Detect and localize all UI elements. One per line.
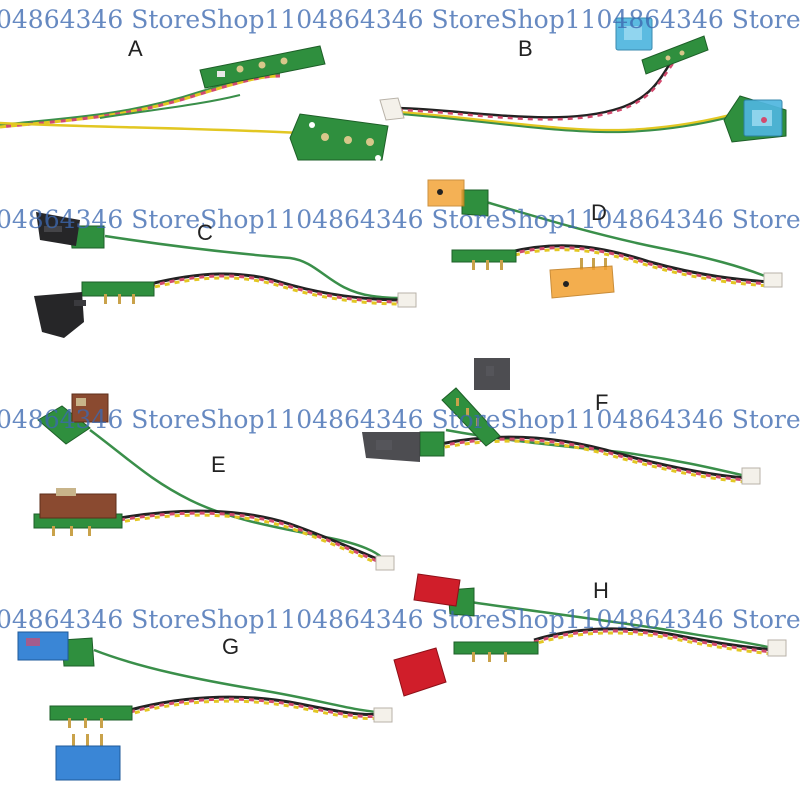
variant-b-cable — [397, 59, 743, 134]
variant-label: G — [222, 634, 239, 659]
variant-b-switch-bottom — [743, 99, 783, 137]
variant-label: H — [593, 578, 609, 603]
variant-f-pcb-angled — [441, 387, 501, 447]
watermark-row: 04864346 StoreShop1104864346 StoreShop11… — [0, 5, 800, 34]
variant-c-connector — [397, 292, 417, 308]
variant-h-connector — [767, 639, 787, 657]
variant-g-switch-top — [17, 631, 69, 661]
variant-label: E — [211, 452, 226, 477]
variant-b-top-pcb — [641, 35, 709, 75]
variant-b-switch-top — [615, 17, 653, 51]
variant-e-top-pcb — [37, 405, 91, 445]
variant-b-connector — [379, 97, 405, 121]
variant-d-switch-bottom — [549, 258, 615, 299]
variant-g-connector — [373, 707, 393, 723]
variant-f-connector — [741, 467, 761, 485]
variant-g-bottom-pcb — [49, 705, 133, 728]
variant-label: D — [591, 200, 607, 225]
variant-h-switch-top — [413, 573, 461, 607]
variant-h-switch-bottom — [393, 647, 447, 697]
variant-c-switch-bottom — [34, 292, 86, 338]
variant-e-switch-top — [71, 393, 109, 423]
variant-d-switch-top — [427, 179, 465, 207]
variant-g-cable — [93, 648, 379, 720]
variant-c-bottom-pcb — [81, 281, 155, 304]
variant-label: F — [595, 390, 608, 415]
watermark-row: 04864346 StoreShop1104864346 StoreShop11… — [0, 405, 800, 434]
variant-d-bottom-pcb — [451, 249, 517, 270]
variant-h-cable — [469, 600, 773, 656]
variant-a-top-pcb — [199, 45, 326, 89]
variant-h-bottom-pcb — [453, 641, 539, 662]
variant-c-cable — [104, 234, 405, 306]
watermark-row: 04864346 StoreShop1104864346 StoreShop11… — [0, 605, 800, 634]
variant-a-bottom-pcb — [289, 113, 389, 161]
variant-d-cable — [485, 200, 771, 288]
variant-label: B — [518, 36, 533, 61]
watermark-row: 04864346 StoreShop1104864346 StoreShop11… — [0, 205, 800, 234]
variant-e-cable — [89, 429, 385, 568]
variant-d-connector — [763, 272, 783, 288]
variant-label: C — [197, 220, 213, 245]
variant-f-switch-mounted — [362, 432, 420, 462]
variant-f-switch-loose — [474, 358, 510, 390]
variant-e-connector — [375, 555, 395, 571]
variant-c-switch-top — [36, 212, 80, 246]
variant-e-switch-bottom — [39, 488, 117, 519]
variant-f-pcb-mounted — [419, 431, 445, 457]
variant-label: A — [128, 36, 143, 61]
variant-g-switch-bottom — [55, 734, 121, 781]
variant-a-cable — [0, 72, 301, 135]
